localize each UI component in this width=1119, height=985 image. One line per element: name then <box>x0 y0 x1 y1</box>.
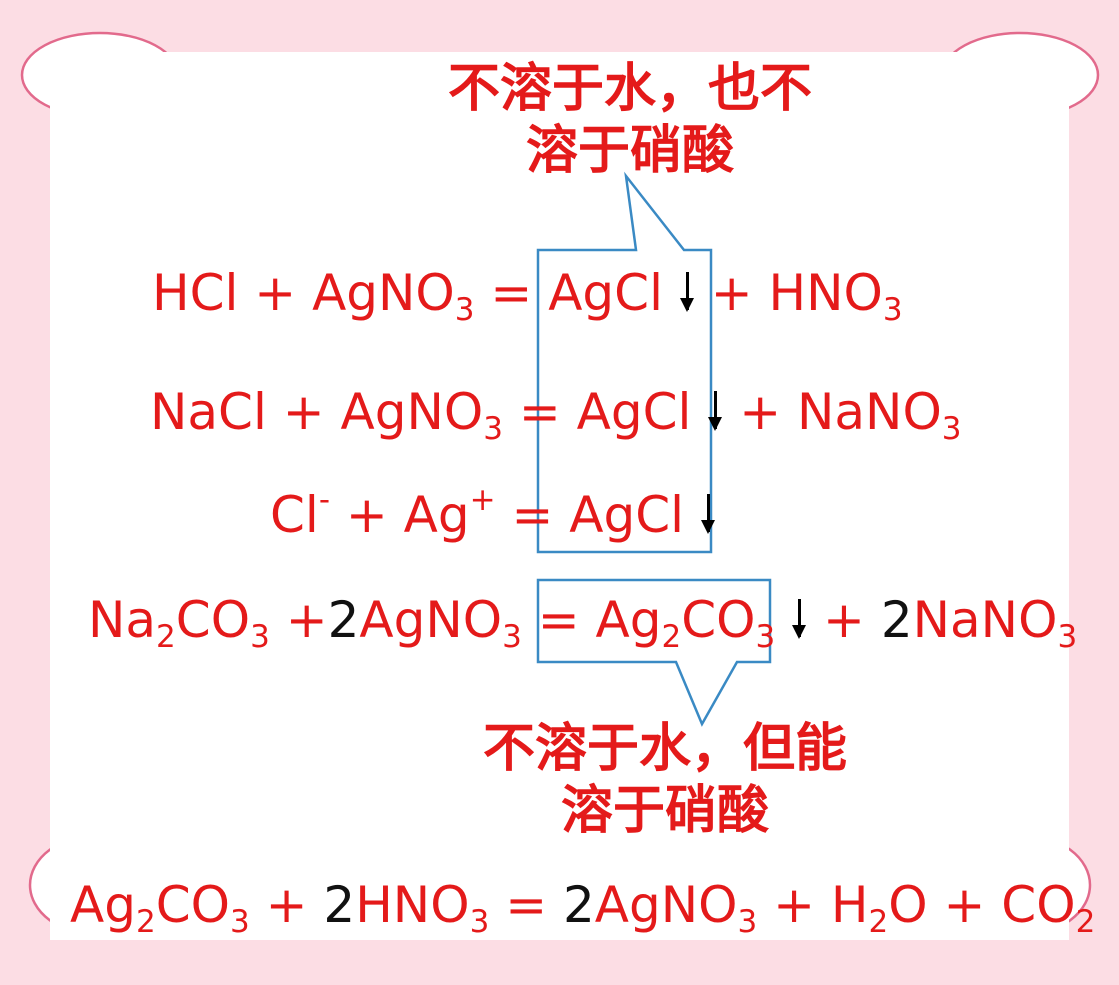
equation-nacl: NaCl + AgNO3 = AgCl + NaNO3 <box>150 387 962 445</box>
eq4-carbonate: CO <box>175 591 251 649</box>
eq2-reactants: NaCl + AgNO <box>150 383 484 441</box>
equation-ag2co3-nitric: Ag2CO3 + 2HNO3 = 2AgNO3 + H2O + CO2 <box>70 880 1119 938</box>
eq3-chloride: Cl <box>270 486 319 544</box>
eq4-sodium-nitrate: NaNO <box>912 591 1058 649</box>
eq4-sodium-subscript: 2 <box>156 619 176 655</box>
agcl-callout-line2: 溶于硝酸 <box>525 121 734 181</box>
equation-ionic: Cl- + Ag+ = AgCl <box>270 485 716 540</box>
precipitate-arrow-icon <box>791 597 807 641</box>
eq5-nitric-acid: HNO <box>355 876 470 934</box>
eq5-silver-nitrate-subscript: 3 <box>737 904 758 940</box>
content-panel <box>50 52 1069 940</box>
agcl-callout-line1: 不溶于水，也不 <box>447 59 812 119</box>
eq4-coefficient-2: 2 <box>880 591 913 649</box>
eq4-silver-nitrate: AgNO <box>359 591 503 649</box>
eq2-other-product: + NaNO <box>723 383 942 441</box>
ag2co3-callout-line1: 不溶于水，但能 <box>482 719 847 779</box>
eq4-product-carbonate: CO <box>681 591 756 649</box>
eq5-water-subscript: 2 <box>868 904 889 940</box>
eq1-other-product: + HNO <box>694 264 883 322</box>
eq4-silver-nitrate-subscript: 3 <box>502 619 522 655</box>
eq4-equals: = <box>521 591 596 649</box>
equation-na2co3: Na2CO3 +2AgNO3 = Ag2CO3 + 2NaNO3 <box>88 595 1077 653</box>
eq2-equals: = <box>502 383 577 441</box>
eq1-product: AgCl <box>548 264 663 322</box>
eq4-plus: + <box>269 591 328 649</box>
eq5-carbon-dioxide-subscript: 2 <box>1075 904 1096 940</box>
eq4-sodium-nitrate-subscript: 3 <box>1057 619 1078 655</box>
eq1-reactant-subscript: 3 <box>454 292 475 328</box>
agcl-callout-text: 不溶于水，也不 溶于硝酸 <box>400 58 860 182</box>
eq5-coefficient: 2 <box>323 876 356 934</box>
eq5-carbonate-subscript: 3 <box>229 904 250 940</box>
eq4-product-silver: Ag <box>595 591 662 649</box>
eq5-silver: Ag <box>70 876 136 934</box>
eq4-coefficient: 2 <box>327 591 360 649</box>
eq2-reactant-subscript: 3 <box>483 411 503 447</box>
ag2co3-highlight-box <box>536 578 772 727</box>
eq4-product-carbonate-subscript: 3 <box>755 619 776 655</box>
eq5-plus: + <box>249 876 324 934</box>
eq1-product-subscript: 3 <box>882 292 903 328</box>
eq5-nitric-acid-subscript: 3 <box>469 904 490 940</box>
ag2co3-callout-line2: 溶于硝酸 <box>560 781 769 841</box>
eq3-silver-charge: + <box>469 482 496 518</box>
eq3-equals: = <box>495 486 570 544</box>
eq5-silver-nitrate: AgNO <box>594 876 738 934</box>
eq3-silver: + Ag <box>330 486 470 544</box>
eq1-equals: = <box>474 264 549 322</box>
eq5-water: + H <box>757 876 869 934</box>
eq4-carbonate-subscript: 3 <box>250 619 270 655</box>
eq5-carbon-dioxide: O + CO <box>888 876 1076 934</box>
agcl-highlight-box <box>536 171 713 554</box>
eq1-reactants: HCl + AgNO <box>152 264 455 322</box>
precipitate-arrow-icon <box>707 389 723 433</box>
eq5-coefficient-2: 2 <box>562 876 595 934</box>
eq3-chloride-charge: - <box>318 482 330 518</box>
equation-hcl: HCl + AgNO3 = AgCl + HNO3 <box>152 268 903 326</box>
eq4-plus-2: + <box>807 591 881 649</box>
eq5-silver-subscript: 2 <box>135 904 156 940</box>
eq5-equals: = <box>489 876 563 934</box>
eq2-product: AgCl <box>576 383 692 441</box>
eq4-sodium: Na <box>88 591 157 649</box>
eq4-product-silver-subscript: 2 <box>661 619 682 655</box>
eq5-carbonate: CO <box>155 876 230 934</box>
ag2co3-callout-text: 不溶于水，但能 溶于硝酸 <box>435 718 895 842</box>
precipitate-arrow-icon <box>679 270 695 314</box>
eq2-product-subscript: 3 <box>941 411 962 447</box>
precipitate-arrow-icon <box>700 492 716 536</box>
eq3-product: AgCl <box>569 486 685 544</box>
